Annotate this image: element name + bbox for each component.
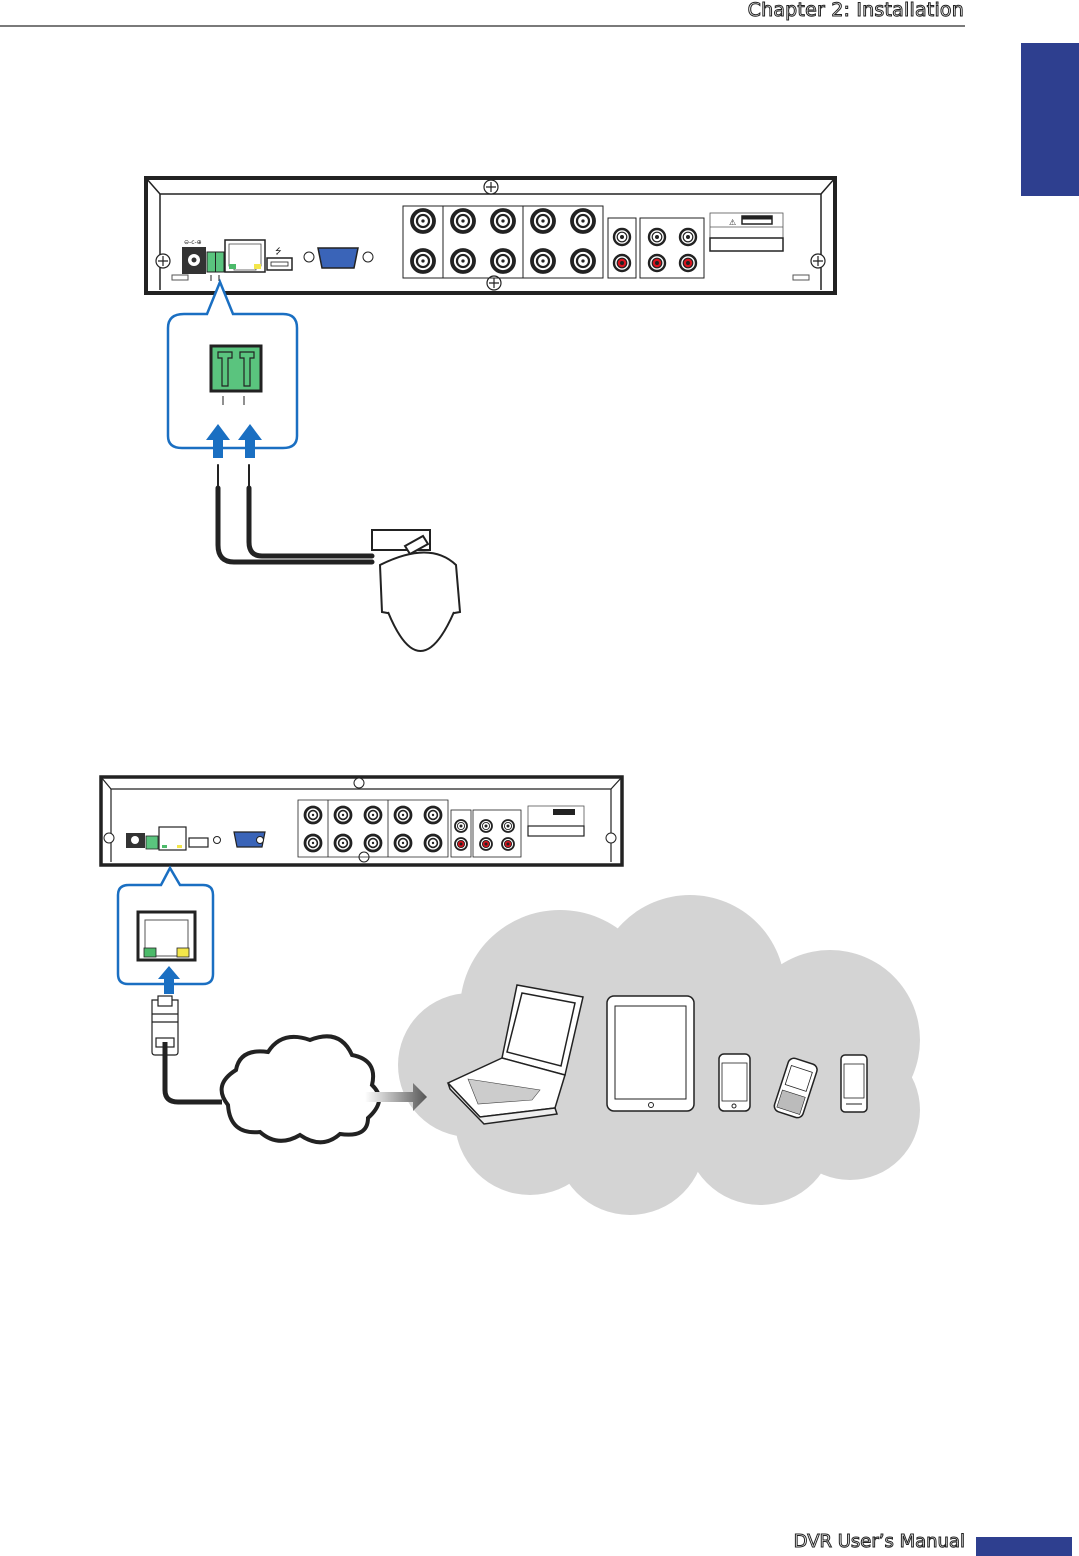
qwerty-phone-icon bbox=[773, 1057, 818, 1119]
rs485-terminal-icon bbox=[206, 251, 225, 281]
lan-port-icon bbox=[224, 239, 266, 273]
bnc-connector-icon bbox=[530, 248, 556, 274]
internet-cloud-icon bbox=[219, 1034, 381, 1145]
bnc-connector-icon bbox=[393, 805, 413, 825]
rca-red-connector-icon bbox=[501, 837, 515, 851]
bnc-connector-icon bbox=[423, 805, 443, 825]
rca-audio-ports bbox=[607, 217, 705, 279]
bnc-connector-icon bbox=[450, 208, 476, 234]
svg-text:⭍: ⭍ bbox=[275, 247, 282, 256]
arrow-up-icon bbox=[206, 424, 262, 458]
bnc-connector-icon bbox=[530, 208, 556, 234]
chapter-title: Chapter 2: Installation bbox=[747, 0, 964, 22]
rca-white-connector-icon bbox=[612, 227, 632, 247]
network-cable bbox=[162, 1042, 222, 1105]
rca-red-connector-icon bbox=[612, 253, 632, 273]
lan-port-callout bbox=[116, 865, 215, 994]
header-rule bbox=[0, 25, 965, 27]
rca-red-connector-icon bbox=[678, 253, 698, 273]
bnc-connector-icon bbox=[363, 833, 383, 853]
laptop-icon bbox=[446, 984, 584, 1125]
bnc-connector-icon bbox=[303, 805, 323, 825]
bnc-connector-icon bbox=[490, 208, 516, 234]
ptz-cable bbox=[215, 464, 375, 565]
rca-white-connector-icon bbox=[479, 819, 493, 833]
bnc-connector-icon bbox=[410, 248, 436, 274]
bnc-connector-icon bbox=[570, 248, 596, 274]
bnc-connector-icon bbox=[393, 833, 413, 853]
ptz-connection-diagram: ⊖-c-⊕ ⭍ bbox=[144, 176, 837, 652]
manual-title: DVR User’s Manual bbox=[793, 1531, 965, 1553]
rca-white-connector-icon bbox=[501, 819, 515, 833]
bnc-connector-icon bbox=[570, 208, 596, 234]
vga-port-icon bbox=[303, 247, 374, 269]
bnc-connector-icon bbox=[303, 833, 323, 853]
bnc-video-inputs bbox=[402, 205, 604, 279]
arrow-right-icon bbox=[365, 1083, 427, 1111]
tablet-icon bbox=[606, 995, 695, 1112]
rca-white-connector-icon bbox=[454, 819, 468, 833]
svg-text:⚠: ⚠ bbox=[729, 218, 736, 227]
footer-page-tab bbox=[976, 1537, 1072, 1556]
rating-label-icon: ⚠ bbox=[709, 212, 784, 252]
dvr-rear-panel-1: ⊖-c-⊕ ⭍ bbox=[144, 176, 837, 295]
smartphone-icon bbox=[718, 1053, 751, 1112]
rca-red-connector-icon bbox=[647, 253, 667, 273]
rca-white-connector-icon bbox=[678, 227, 698, 247]
smartphone-icon bbox=[840, 1054, 868, 1113]
ptz-dome-camera-icon bbox=[371, 529, 462, 652]
rca-red-connector-icon bbox=[454, 837, 468, 851]
bnc-connector-icon bbox=[490, 248, 516, 274]
bnc-connector-icon bbox=[333, 805, 353, 825]
bnc-connector-icon bbox=[450, 248, 476, 274]
bnc-connector-icon bbox=[423, 833, 443, 853]
usb-port-icon: ⭍ bbox=[266, 247, 293, 271]
bnc-connector-icon bbox=[333, 833, 353, 853]
terminal-block-callout bbox=[166, 278, 299, 458]
arrow-up-icon bbox=[158, 966, 180, 994]
dvr-rear-panel-2 bbox=[99, 775, 624, 867]
bnc-connector-icon bbox=[410, 208, 436, 234]
bnc-connector-icon bbox=[363, 805, 383, 825]
screw-icon bbox=[155, 179, 826, 291]
rca-white-connector-icon bbox=[647, 227, 667, 247]
rca-red-connector-icon bbox=[479, 837, 493, 851]
dc-power-port-icon: ⊖-c-⊕ bbox=[182, 239, 206, 274]
chapter-side-tab bbox=[1021, 43, 1079, 196]
svg-text:⊖-c-⊕: ⊖-c-⊕ bbox=[184, 239, 202, 246]
